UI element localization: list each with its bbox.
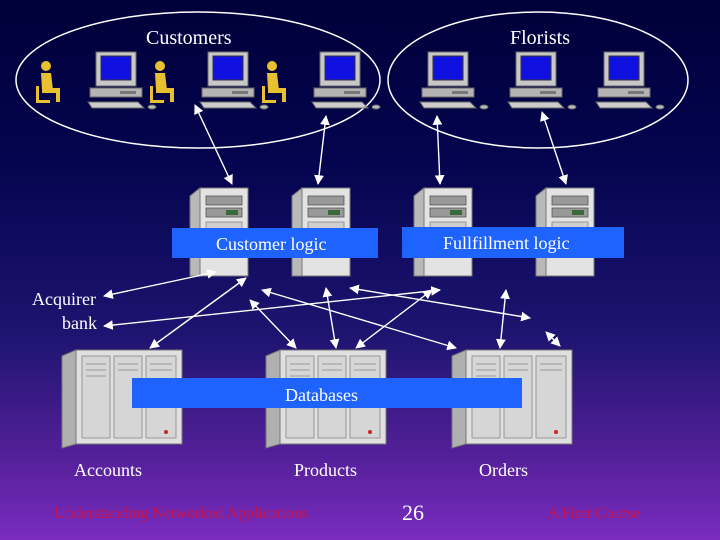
footer-subtitle: A First Course xyxy=(547,505,641,522)
fulfillment-logic-label: Fullfillment logic xyxy=(443,233,570,253)
footer-course-title: Understanding Networked Applications xyxy=(54,505,309,522)
computer-workstation-icon xyxy=(199,51,269,110)
accounts-label: Accounts xyxy=(74,460,142,480)
orders-label: Orders xyxy=(479,460,528,480)
arrow-logic-to-products-b xyxy=(322,287,340,349)
arrow-fulfillment-to-products xyxy=(355,289,433,349)
arrow-customer1-to-logic xyxy=(194,104,233,185)
person-at-desk-icon xyxy=(262,61,286,103)
computer-workstation-icon xyxy=(419,51,489,110)
arrow-fulfillment-to-orders-b xyxy=(545,331,561,347)
arrow-fulfillment-to-orders xyxy=(496,289,510,349)
customer-logic-label: Customer logic xyxy=(216,234,327,254)
arrow-florist1-to-logic xyxy=(432,115,445,185)
person-at-desk-icon xyxy=(36,61,60,103)
florists-oval xyxy=(387,11,689,149)
databases-label: Databases xyxy=(285,385,358,405)
arrow-cross-mesh xyxy=(349,284,531,322)
bank-label: bank xyxy=(62,313,97,333)
fulfillment-logic-bar xyxy=(402,227,624,258)
computer-workstation-icon xyxy=(311,51,381,110)
acquirer-label: Acquirer xyxy=(32,289,96,309)
slide-number: 26 xyxy=(402,500,424,525)
computer-workstation-icon xyxy=(595,51,665,110)
products-label: Products xyxy=(294,460,357,480)
computer-workstation-icon xyxy=(507,51,577,110)
arrow-logic-to-accounts xyxy=(149,277,247,349)
person-at-desk-icon xyxy=(150,61,174,103)
customers-label: Customers xyxy=(146,27,232,49)
customer-logic-bar xyxy=(172,228,378,258)
florists-label: Florists xyxy=(510,27,571,49)
arrow-bank-to-customer-logic xyxy=(103,269,217,299)
arrow-customer3-to-logic xyxy=(314,115,330,185)
databases-bar xyxy=(132,378,522,408)
arrow-bank-to-fulfillment-logic xyxy=(103,286,441,330)
arrow-florist2-to-logic xyxy=(540,111,568,185)
computer-workstation-icon xyxy=(87,51,157,110)
